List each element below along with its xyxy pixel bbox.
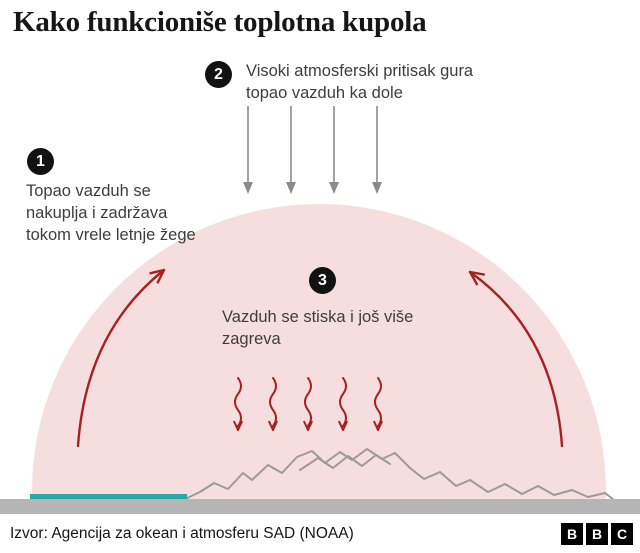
heat-dome-shape [32,204,606,553]
bbc-logo-letter-c: C [611,522,633,545]
step-3-badge: 3 [309,267,336,294]
step-2-badge: 2 [205,61,232,88]
step-1-badge: 1 [27,148,54,175]
source-text: Izvor: Agencija za okean i atmosferu SAD… [10,524,354,542]
ground-bar [0,499,640,514]
water-line [30,494,187,499]
step-3-text: Vazduh se stiska i još više zagreva [222,308,414,348]
rising-air-arrow-left-icon [76,268,166,448]
bbc-logo: B B C [561,522,633,545]
pressure-down-arrows-icon [243,106,382,194]
mountain-ridge [182,448,615,501]
rising-air-arrow-right-icon [468,270,564,448]
bbc-logo-letter-b2: B [586,522,608,545]
bbc-logo-letter-b1: B [561,522,583,545]
step-1-text: Topao vazduh se nakuplja i zadržava toko… [26,182,196,244]
heat-squiggle-arrows-icon [233,377,383,431]
page-title: Kako funkcioniše toplotna kupola [13,6,427,38]
step-2-text: Visoki atmosferski pritisak gura topao v… [246,62,474,102]
footer: Izvor: Agencija za okean i atmosferu SAD… [0,514,640,553]
